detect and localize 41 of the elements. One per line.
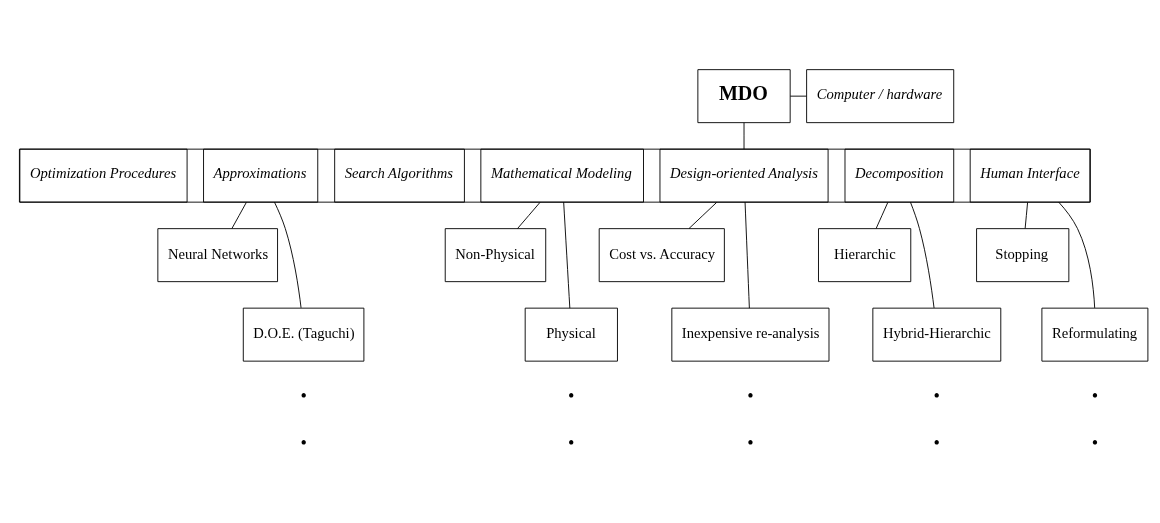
label: • — [568, 432, 575, 453]
label: • — [300, 432, 307, 453]
node-box: D.O.E. (Taguchi) — [242, 307, 365, 362]
node-box: Reformulating — [1041, 307, 1149, 362]
connector — [1058, 201, 1096, 308]
connector — [743, 121, 745, 150]
node-box: Computer / hardware — [806, 68, 955, 123]
connector — [875, 201, 889, 229]
node-box: Decomposition — [844, 148, 955, 203]
node-box: Mathematical Modeling — [480, 148, 644, 203]
label: • — [933, 432, 941, 453]
node-box: Human Interface — [969, 148, 1091, 203]
node-box: Non-Physical — [444, 227, 547, 282]
connector — [789, 95, 807, 97]
connector — [274, 201, 302, 308]
label: • — [1091, 385, 1099, 406]
node-box: Approximations — [203, 148, 319, 203]
connector — [910, 201, 935, 308]
node-box: Cost vs. Accuracy — [598, 227, 725, 282]
connector — [231, 201, 247, 229]
connector — [744, 201, 750, 309]
node-box: Hierarchic — [818, 227, 912, 282]
node-box: Physical — [524, 307, 618, 362]
node-box: MDO — [697, 68, 791, 123]
label: • — [300, 385, 307, 406]
node-box: Optimization Procedures — [19, 148, 188, 203]
connector — [563, 201, 571, 309]
node-box: Hybrid-Hierarchic — [872, 307, 1002, 362]
node-box: Inexpensive re-analysis — [671, 307, 830, 362]
node-box: Design-oriented Analysis — [659, 148, 829, 203]
connector — [688, 201, 718, 229]
connector — [1024, 201, 1029, 229]
label: • — [747, 385, 754, 406]
label: • — [568, 385, 575, 406]
node-box: Stopping — [976, 227, 1070, 282]
label: • — [747, 432, 754, 453]
node-box: Neural Networks — [157, 227, 278, 282]
node-box: Search Algorithms — [334, 148, 465, 203]
label: • — [933, 385, 941, 406]
connector — [517, 201, 541, 229]
label: • — [1091, 432, 1099, 453]
